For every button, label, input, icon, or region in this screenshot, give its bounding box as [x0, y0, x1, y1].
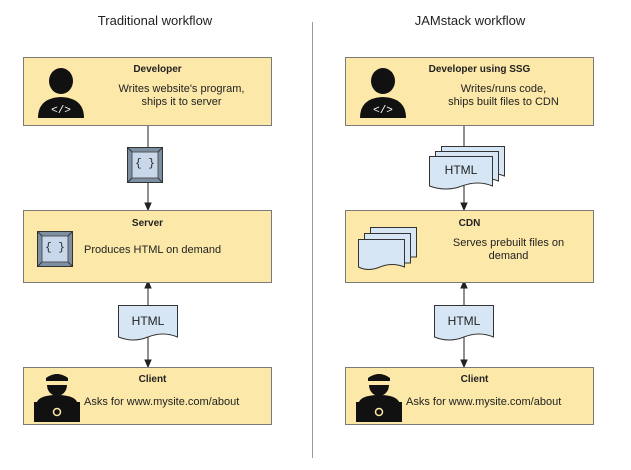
right-client-box: Client Asks for www.mysite.com/about	[345, 367, 594, 425]
server-code-icon-label: { }	[45, 242, 65, 254]
document-icon	[429, 156, 493, 190]
right-client-title: Client	[460, 374, 489, 385]
left-html-label: HTML	[131, 314, 165, 328]
right-html-documents: HTML	[429, 146, 505, 194]
right-html-label: HTML	[447, 314, 481, 328]
svg-text:</>: </>	[373, 105, 393, 117]
right-client-text: Asks for www.mysite.com/about	[406, 396, 562, 408]
left-developer-box: Developer </> Writes website's program, …	[23, 57, 272, 126]
server-code-icon: { }	[37, 231, 73, 267]
svg-text:</>: </>	[51, 105, 71, 117]
developer-person-icon: </>	[360, 68, 406, 118]
document-icon	[434, 305, 494, 341]
left-client-text: Asks for www.mysite.com/about	[84, 396, 240, 408]
right-developer-text-2: ships built files to CDN	[448, 96, 559, 108]
left-html-document: HTML	[118, 305, 178, 343]
right-html-document: HTML	[434, 305, 494, 343]
document-icon	[118, 305, 178, 341]
cdn-box: CDN Serves prebuilt files on demand	[345, 210, 594, 283]
cdn-text-1: Serves prebuilt files on	[452, 237, 565, 249]
left-client-title: Client	[138, 374, 167, 385]
left-developer-text-1: Writes website's program,	[118, 83, 245, 95]
server-text: Produces HTML on demand	[84, 244, 222, 256]
right-developer-text-1: Writes/runs code,	[460, 83, 547, 95]
code-icon-label: { }	[135, 158, 155, 170]
column-divider	[312, 22, 313, 458]
left-developer-text-2: ships it to server	[141, 96, 222, 108]
code-icon: { }	[127, 147, 163, 183]
left-column-title: Traditional workflow	[97, 13, 213, 28]
client-person-laptop-icon	[356, 374, 402, 422]
right-column-title: JAMstack workflow	[414, 13, 526, 28]
developer-person-icon: </>	[38, 68, 84, 118]
left-developer-title: Developer	[133, 64, 182, 75]
stacked-pages-icon	[358, 227, 417, 270]
right-developer-title: Developer using SSG	[428, 64, 531, 75]
left-client-box: Client Asks for www.mysite.com/about	[23, 367, 272, 425]
right-developer-box: Developer using SSG </> Writes/runs code…	[345, 57, 594, 126]
right-docs-label: HTML	[444, 163, 478, 177]
server-title: Server	[131, 218, 164, 229]
client-person-laptop-icon	[34, 374, 80, 422]
server-box: Server { } Produces HTML on demand	[23, 210, 272, 283]
cdn-text-2: demand	[488, 250, 529, 262]
cdn-title: CDN	[458, 218, 481, 229]
